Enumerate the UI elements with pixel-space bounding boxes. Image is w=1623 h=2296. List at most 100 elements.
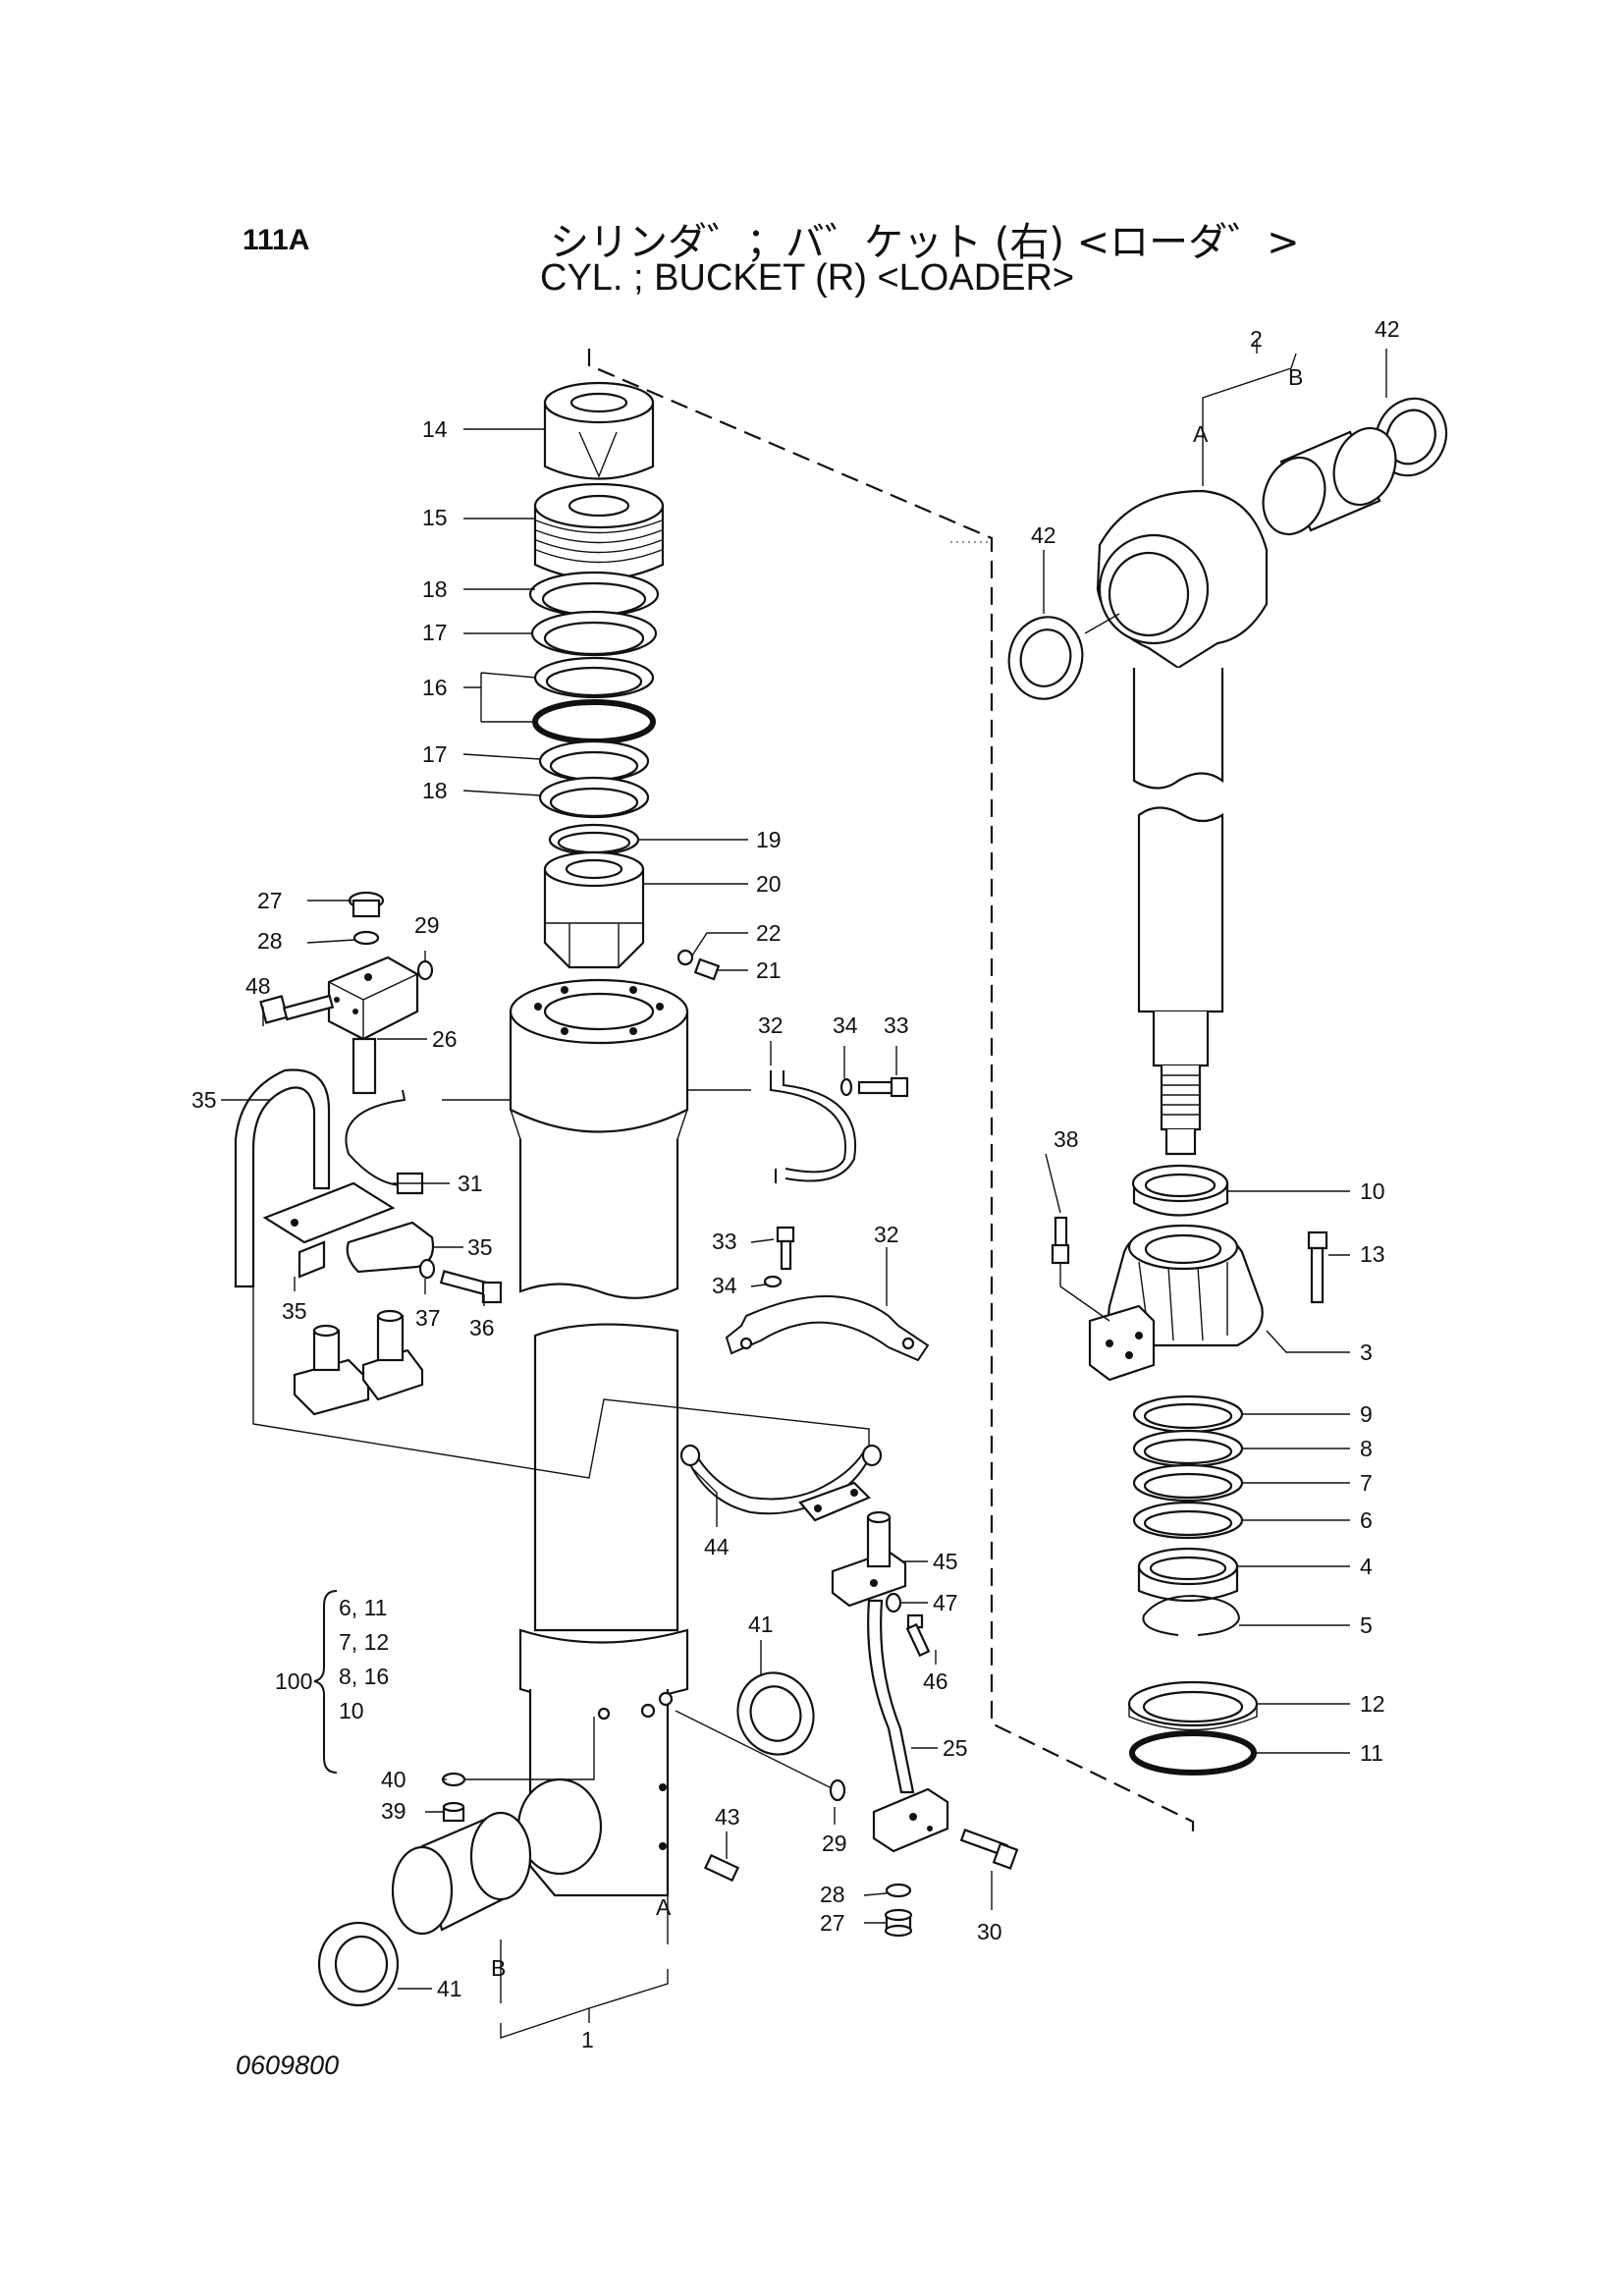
part-17-seal-lower bbox=[538, 739, 650, 783]
part-19-ring bbox=[548, 823, 640, 856]
callout-12: 12 bbox=[1360, 1691, 1385, 1717]
part-18-backup-ring-lower bbox=[538, 776, 650, 819]
callout-47: 47 bbox=[933, 1590, 958, 1615]
cylinder-tube-head-end bbox=[509, 978, 689, 1299]
subassembly-label-b-left: B bbox=[491, 1955, 506, 1981]
callout-9: 9 bbox=[1360, 1401, 1373, 1427]
callout-44: 44 bbox=[704, 1534, 730, 1559]
kit-line-2: 7, 12 bbox=[339, 1629, 389, 1655]
callout-6: 6 bbox=[1360, 1507, 1373, 1533]
part-35-clamp-lower bbox=[298, 1221, 435, 1279]
part-22-steel-ball bbox=[676, 949, 694, 966]
part-47-o-ring bbox=[885, 1592, 902, 1613]
part-27-plug-upper bbox=[348, 891, 385, 918]
callout-5: 5 bbox=[1360, 1613, 1373, 1638]
part-13-bolt bbox=[1307, 1230, 1328, 1304]
part-36-bolt bbox=[439, 1270, 503, 1304]
flange-blocks bbox=[293, 1309, 424, 1416]
part-7-ring bbox=[1132, 1463, 1244, 1503]
callout-41-center: 41 bbox=[748, 1612, 774, 1637]
callout-27-lower: 27 bbox=[820, 1910, 845, 1936]
callout-38: 38 bbox=[1054, 1126, 1079, 1152]
callout-41-left: 41 bbox=[437, 1976, 462, 2001]
part-28-o-ring-lower bbox=[885, 1883, 912, 1898]
page-number: 111A bbox=[243, 224, 310, 256]
callout-31: 31 bbox=[458, 1171, 483, 1196]
callout-20: 20 bbox=[756, 871, 782, 897]
callout-42-lower: 42 bbox=[1031, 522, 1056, 548]
subassembly-label-a-left: A bbox=[656, 1894, 672, 1920]
assembly-boundary-line bbox=[587, 349, 1195, 1836]
part-29-o-ring-upper bbox=[416, 959, 434, 981]
part-5-retaining-ring bbox=[1142, 1594, 1241, 1636]
callout-11: 11 bbox=[1360, 1740, 1383, 1766]
callout-35-clamp: 35 bbox=[467, 1234, 493, 1260]
part-12-wear-ring bbox=[1127, 1680, 1259, 1731]
part-35-hose bbox=[234, 1068, 331, 1288]
kit-line-1: 6, 11 bbox=[339, 1595, 387, 1620]
part-21-set-screw bbox=[693, 957, 721, 981]
callout-21: 21 bbox=[756, 957, 782, 983]
part-31-clamp-left bbox=[262, 1089, 424, 1244]
kit-line-4: 10 bbox=[339, 1698, 364, 1723]
piston-rod bbox=[1132, 668, 1224, 1156]
callout-2: 2 bbox=[1250, 326, 1263, 352]
part-29-o-ring-lower bbox=[829, 1778, 846, 1802]
subassembly-label-b-right: B bbox=[1288, 364, 1303, 390]
part-25-pipe bbox=[867, 1599, 915, 1794]
part-27-plug-lower bbox=[884, 1908, 913, 1938]
part-41-dust-seal-left bbox=[317, 1921, 400, 2007]
bushing-b-right bbox=[1262, 426, 1397, 536]
bushing-b-left bbox=[391, 1811, 532, 1936]
callout-30: 30 bbox=[977, 1919, 1002, 1944]
part-6-ring bbox=[1132, 1501, 1244, 1540]
kit-line-3: 8, 16 bbox=[339, 1664, 389, 1689]
part-34-washer-lower bbox=[763, 1275, 783, 1288]
part-38-grease-fitting bbox=[1051, 1216, 1070, 1265]
callout-42-upper: 42 bbox=[1375, 316, 1400, 342]
part-20-piston-nut bbox=[543, 850, 645, 969]
part-34-washer-upper bbox=[839, 1077, 853, 1097]
part-15-cylinder-head bbox=[533, 482, 665, 581]
part-18-backup-ring-upper bbox=[528, 571, 660, 618]
callout-46: 46 bbox=[923, 1668, 948, 1694]
callout-3: 3 bbox=[1360, 1339, 1373, 1365]
part-42-dust-seal-left-right bbox=[1007, 616, 1084, 700]
callout-16: 16 bbox=[422, 675, 448, 700]
part-45-block bbox=[831, 1510, 907, 1608]
callout-29-lower: 29 bbox=[822, 1831, 847, 1856]
part-32-clamp-upper bbox=[770, 1070, 857, 1183]
part-4-piston bbox=[1137, 1547, 1239, 1603]
callout-labels: 14 15 18 17 16 17 18 19 20 22 21 27 28 2… bbox=[191, 316, 1400, 2052]
callout-33-upper: 33 bbox=[884, 1012, 909, 1038]
callout-22: 22 bbox=[756, 920, 782, 946]
callout-35-lower: 35 bbox=[282, 1298, 307, 1324]
part-17-seal-upper bbox=[530, 610, 658, 657]
callout-45: 45 bbox=[933, 1549, 958, 1574]
callout-27-upper: 27 bbox=[257, 888, 283, 913]
part-10-seal bbox=[1131, 1164, 1229, 1217]
part-3-rod-cover bbox=[1088, 1224, 1264, 1382]
title-english: CYL. ; BUCKET (R) <LOADER> bbox=[540, 257, 1075, 299]
callout-48: 48 bbox=[245, 973, 271, 999]
callout-19: 19 bbox=[756, 827, 782, 852]
callout-13: 13 bbox=[1360, 1241, 1385, 1267]
callout-10: 10 bbox=[1360, 1178, 1385, 1204]
callout-39: 39 bbox=[381, 1798, 406, 1824]
callout-33-lower: 33 bbox=[712, 1229, 737, 1254]
callout-40: 40 bbox=[381, 1767, 406, 1792]
callout-18-upper: 18 bbox=[422, 576, 448, 602]
part-32-clamp-lower bbox=[725, 1295, 930, 1362]
callout-17-lower: 17 bbox=[422, 741, 448, 767]
part-43-grease-nipple bbox=[703, 1853, 740, 1883]
subassembly-label-a-right: A bbox=[1193, 421, 1209, 447]
part-33-bolt-upper bbox=[857, 1076, 909, 1098]
part-16-o-rings bbox=[532, 656, 656, 744]
callout-32-upper: 32 bbox=[758, 1012, 784, 1038]
part-11-o-ring bbox=[1129, 1730, 1257, 1776]
callout-37: 37 bbox=[415, 1305, 441, 1331]
callout-35-hose: 35 bbox=[191, 1087, 217, 1113]
part-33-bolt-lower bbox=[776, 1226, 795, 1271]
part-39-plug bbox=[442, 1801, 465, 1823]
